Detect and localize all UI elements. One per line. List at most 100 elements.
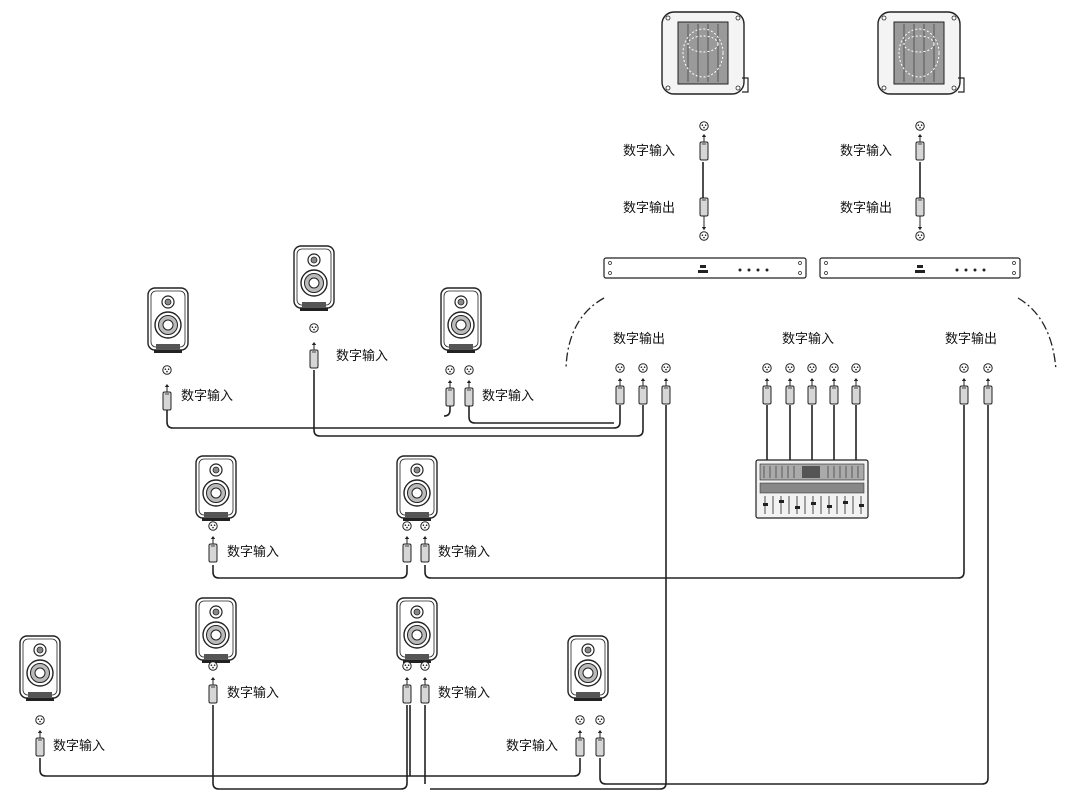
plug-icon — [595, 737, 605, 757]
monitor-row4-right — [567, 635, 609, 757]
cables — [39, 162, 989, 790]
xlr-connector-icon — [464, 365, 474, 375]
processor-left — [603, 257, 807, 279]
monitor-speaker-icon — [195, 455, 237, 522]
rack-processor-icon — [603, 257, 807, 279]
monitor-speaker-icon — [19, 635, 61, 702]
monitor-row1-right — [440, 287, 482, 407]
xlr-connector-icon — [309, 323, 319, 333]
xlr-connector-icon — [575, 715, 585, 725]
monitor-speaker-icon — [396, 455, 438, 522]
xlr-connector-icon — [208, 661, 218, 671]
plug-icon — [162, 391, 172, 411]
xlr-connector-icon — [35, 715, 45, 725]
plug-icon — [762, 385, 772, 405]
cable-out-down — [430, 405, 667, 790]
xlr-connector-icon — [162, 365, 172, 375]
plug-icon — [464, 387, 474, 407]
bracket-arcs — [565, 297, 1057, 371]
monitor-speaker-icon — [567, 635, 609, 702]
sub-right-connectors — [915, 121, 925, 241]
xlr-connector-icon — [402, 521, 412, 531]
plug-icon — [208, 543, 218, 563]
subwoofer-right — [877, 11, 965, 95]
subwoofer-icon — [661, 11, 749, 95]
xlr-connector-icon — [807, 363, 817, 373]
mixing-console-icon — [755, 459, 869, 519]
xlr-connector-icon — [851, 363, 861, 373]
xlr-connector-icon — [638, 363, 648, 373]
xlr-connector-icon — [699, 121, 709, 131]
plug-icon — [785, 385, 795, 405]
arrow-up-icon — [701, 133, 707, 143]
xlr-connector-icon — [615, 363, 625, 373]
plug-icon — [699, 197, 709, 217]
plug-icon — [959, 385, 969, 405]
plug-icon — [915, 197, 925, 217]
xlr-connector-icon — [420, 521, 430, 531]
monitor-speaker-icon — [293, 245, 335, 312]
label-processor-left-output: 数字输出 — [613, 331, 665, 347]
subwoofer-left — [661, 11, 749, 95]
monitor-row2-right — [396, 455, 438, 563]
xlr-connector-icon — [445, 365, 455, 375]
label-row1-left-input: 数字输入 — [181, 388, 233, 404]
xlr-connector-icon — [959, 363, 969, 373]
cable-row3-a — [39, 758, 581, 777]
cable-row1-a — [166, 405, 621, 429]
xlr-connector-icon — [420, 661, 430, 671]
xlr-connector-icon — [915, 121, 925, 131]
monitor-speaker-icon — [195, 597, 237, 664]
plug-icon — [445, 387, 455, 407]
plug-icon — [915, 141, 925, 161]
rack-processor-icon — [819, 257, 1021, 279]
plug-icon — [420, 684, 430, 704]
plug-icon — [829, 385, 839, 405]
label-row3-midright-input: 数字输入 — [438, 685, 490, 701]
cable-right-1 — [424, 405, 965, 579]
label-row4-right-input: 数字输入 — [506, 738, 558, 754]
monitor-speaker-icon — [396, 597, 438, 664]
label-row1-mid-input: 数字输入 — [336, 348, 388, 364]
arrow-up-icon — [917, 133, 923, 143]
xlr-connector-icon — [208, 521, 218, 531]
plug-icon — [420, 543, 430, 563]
label-sub-left-input: 数字输入 — [623, 143, 675, 159]
monitor-speaker-icon — [147, 287, 189, 354]
plug-icon — [35, 737, 45, 757]
xlr-connector-icon — [661, 363, 671, 373]
cable-row3-b — [212, 705, 408, 790]
plug-icon — [309, 349, 319, 369]
subwoofer-icon — [877, 11, 965, 95]
xlr-connector-icon — [699, 231, 709, 241]
cable-row1-c — [443, 405, 451, 417]
cable-row1-d — [468, 405, 614, 424]
plug-icon — [851, 385, 861, 405]
processor-right-outputs — [959, 363, 993, 405]
plug-icon — [402, 543, 412, 563]
label-row2-left-input: 数字输入 — [227, 544, 279, 560]
monitor-speaker-icon — [440, 287, 482, 354]
mixing-console — [755, 459, 869, 519]
label-row1-right-input: 数字输入 — [482, 388, 534, 404]
plug-icon — [638, 385, 648, 405]
label-console-input: 数字输入 — [782, 331, 834, 347]
plug-icon — [208, 684, 218, 704]
processor-right — [819, 257, 1021, 279]
sub-left-connectors — [699, 121, 709, 241]
monitor-row4-left — [19, 635, 61, 757]
label-sub-right-output: 数字输出 — [840, 200, 892, 216]
plug-icon — [575, 737, 585, 757]
plug-icon — [402, 684, 412, 704]
xlr-connector-icon — [829, 363, 839, 373]
plug-icon — [807, 385, 817, 405]
cable-row2-a — [212, 565, 408, 579]
xlr-connector-icon — [983, 363, 993, 373]
processor-left-outputs — [615, 363, 671, 405]
plug-icon — [983, 385, 993, 405]
label-row4-left-input: 数字输入 — [53, 738, 105, 754]
label-row2-right-input: 数字输入 — [438, 544, 490, 560]
label-row3-midleft-input: 数字输入 — [227, 685, 279, 701]
label-sub-left-output: 数字输出 — [623, 200, 675, 216]
